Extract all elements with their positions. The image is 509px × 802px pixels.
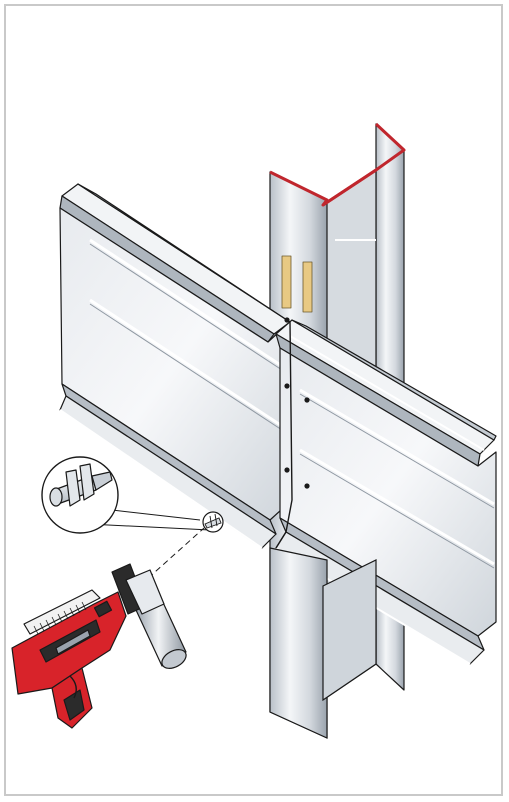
panel-seam: [275, 321, 293, 549]
firing-line: [125, 527, 205, 599]
column-slot-left: [281, 255, 292, 309]
deck-panel-left: [59, 183, 303, 549]
fastener-detail-callout: [41, 456, 224, 599]
deck-panel-right: [275, 319, 497, 665]
fastener-small-icon: [204, 513, 222, 529]
column-slot-right: [302, 261, 313, 313]
fastener-points: [284, 317, 310, 489]
column-front-lower: [269, 547, 377, 739]
fastener-enlarged-icon: [49, 463, 113, 507]
fastening-tool-icon: [11, 563, 187, 729]
